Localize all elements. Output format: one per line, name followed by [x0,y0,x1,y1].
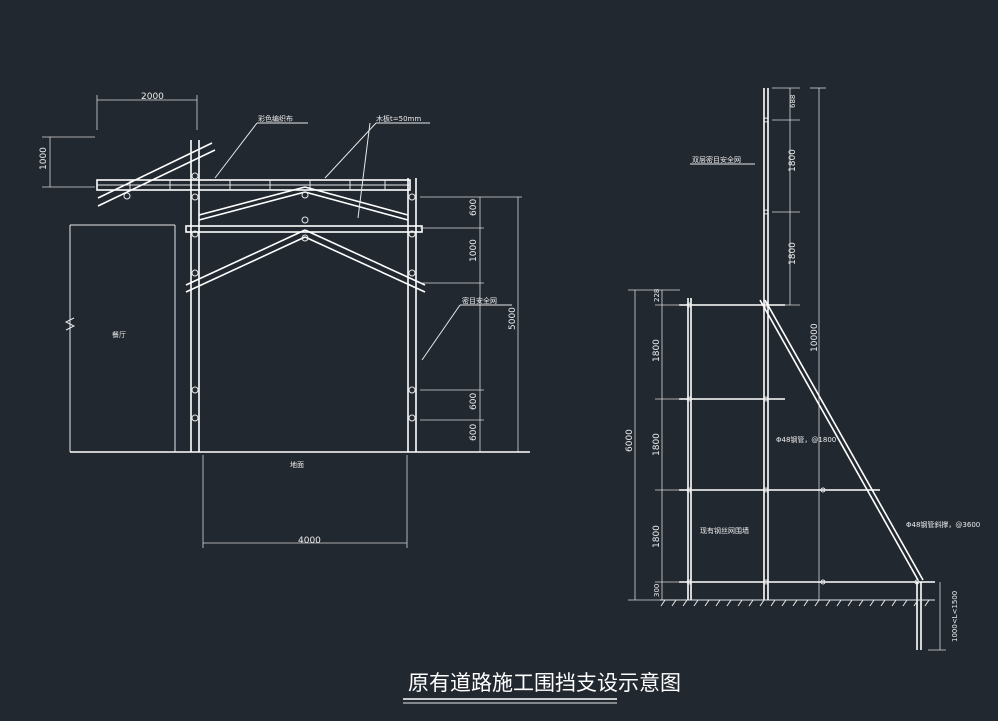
dim-1800-top2: 1800 [788,242,798,265]
dim-6000: 6000 [625,429,635,452]
label-hall: 餐厅 [112,330,126,339]
label-wall: 现有钢丝网围墙 [700,526,749,535]
label-ground: 地面 [290,460,304,469]
dim-228: 228 [653,289,661,302]
label-canopy: 彩色编织布 [258,114,293,123]
dim-600-b: 600 [469,393,479,410]
dim-10000: 10000 [810,323,820,352]
dim-1800-3: 1800 [652,525,662,548]
label-net: 密目安全网 [462,296,497,305]
dim-top-688: 688 [789,95,797,108]
left-elevation: 2000 1000 [39,92,530,548]
dim-bottom-width: 4000 [298,536,321,546]
dim-anchor: 1000<L<1500 [951,591,959,642]
dim-left-height: 1000 [39,147,49,170]
label-board: 木板t=50mm [376,114,421,123]
label-steel-pipe: Φ48钢管，@1800 [776,435,836,444]
dim-1800-2: 1800 [652,433,662,456]
dim-600-a: 600 [469,199,479,216]
label-double-net: 双层密目安全网 [692,155,741,164]
dim-600-c: 600 [469,424,479,441]
drawing-title: 原有道路施工围挡支设示意图 [408,671,681,695]
right-section: 688 1800 1800 10000 双层密目安全网 1000<L< [625,87,980,651]
label-brace: Φ48钢管斜撑，@3600 [906,520,980,529]
dim-300: 300 [653,584,661,597]
dim-1000: 1000 [469,239,479,262]
dim-5000: 5000 [508,307,518,330]
dim-1800-top1: 1800 [788,149,798,172]
dim-1800-1: 1800 [652,339,662,362]
dim-top-width: 2000 [141,92,164,102]
